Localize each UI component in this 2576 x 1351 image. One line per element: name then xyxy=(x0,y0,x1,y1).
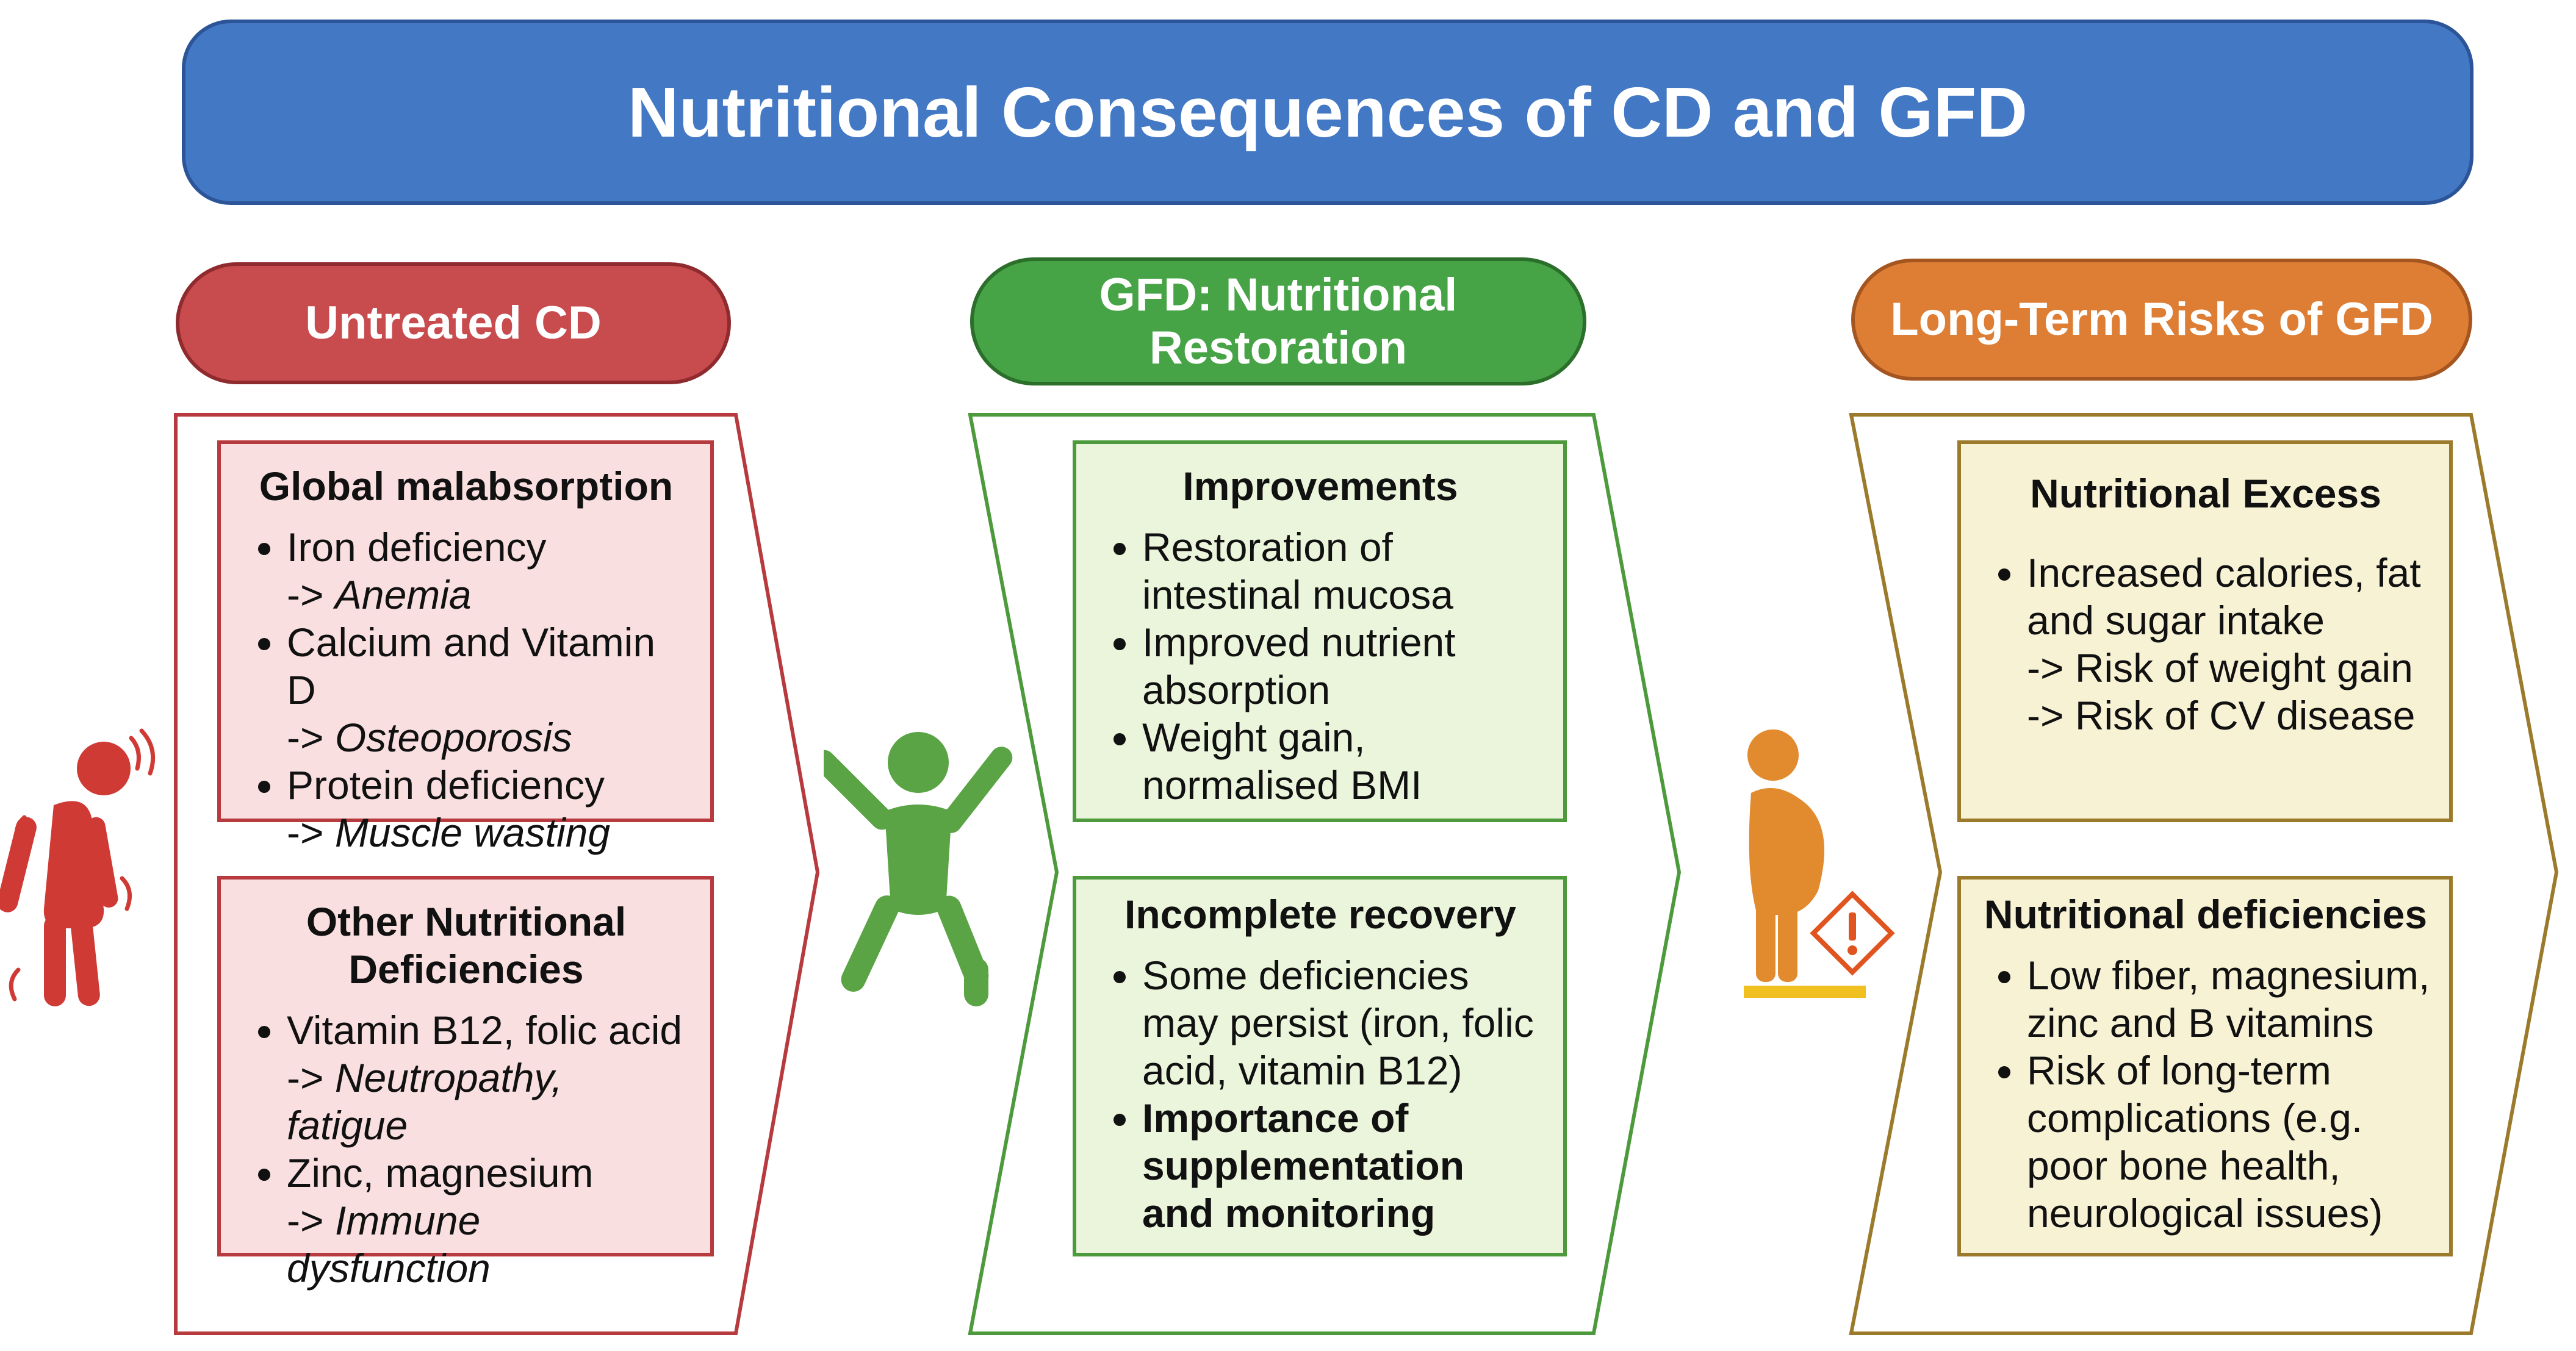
title-banner: Nutritional Consequences of CD and GFD xyxy=(182,20,2473,205)
list-item: Improved nutrient absorption xyxy=(1142,618,1484,714)
list-item: Weight gain, normalised BMI xyxy=(1142,714,1484,809)
header-gfd-label: GFD: Nutritional Restoration xyxy=(1099,268,1458,374)
header-untreated-cd: Untreated CD xyxy=(176,262,731,384)
box-nutritional-excess: Nutritional Excess Increased calories, f… xyxy=(1957,440,2453,822)
warning-icon xyxy=(1810,891,1895,976)
page-title: Nutritional Consequences of CD and GFD xyxy=(627,73,2028,152)
list-item: Increased calories, fat and sugar intake… xyxy=(2027,549,2432,739)
box-incomplete-recovery: Incomplete recovery Some deficiencies ma… xyxy=(1073,876,1567,1256)
box-title: Other Nutritional Deficiencies xyxy=(306,899,627,992)
bullet-list: Increased calories, fat and sugar intake… xyxy=(1979,549,2432,739)
box-nutritional-deficiencies: Nutritional deficiencies Low fiber, magn… xyxy=(1957,876,2453,1256)
bullet-list: Iron deficiency-> Anemia Calcium and Vit… xyxy=(239,523,693,856)
list-item: Calcium and Vitamin D-> Osteoporosis xyxy=(287,618,693,761)
list-item: Some deficiencies may persist (iron, fol… xyxy=(1142,951,1546,1094)
list-item: Risk of long-term complications (e.g. po… xyxy=(2027,1047,2432,1237)
box-title: Incomplete recovery xyxy=(1124,892,1516,937)
box-other-deficiencies: Other Nutritional Deficiencies Vitamin B… xyxy=(217,876,714,1291)
list-item: Vitamin B12, folic acid-> Neutropathy, f… xyxy=(287,1006,693,1149)
header-untreated-label: Untreated CD xyxy=(305,297,602,349)
list-item: Restoration of intestinal mucosa xyxy=(1142,523,1459,618)
box-title: Improvements xyxy=(1182,464,1458,509)
header-long-term-risks: Long-Term Risks of GFD xyxy=(1851,259,2472,381)
bullet-list: Some deficiencies may persist (iron, fol… xyxy=(1095,951,1546,1237)
cheering-person-icon xyxy=(824,732,1013,1006)
box-global-malabsorption: Global malabsorption Iron deficiency-> A… xyxy=(217,440,714,855)
box-improvements: Improvements Restoration of intestinal m… xyxy=(1073,440,1567,822)
bullet-list: Restoration of intestinal mucosa Improve… xyxy=(1095,523,1546,809)
list-item: Protein deficiency-> Muscle wasting xyxy=(287,761,693,856)
list-item: Iron deficiency-> Anemia xyxy=(287,523,693,618)
box-title: Nutritional deficiencies xyxy=(1984,892,2428,937)
list-item: Zinc, magnesium-> Immune dysfunction xyxy=(287,1149,693,1292)
list-item: Importance of supplementation and monito… xyxy=(1142,1094,1546,1237)
sick-person-icon xyxy=(0,728,156,1006)
header-gfd-restoration: GFD: Nutritional Restoration xyxy=(970,257,1586,385)
bullet-list: Low fiber, magnesium, zinc and B vitamin… xyxy=(1979,951,2432,1237)
bullet-list: Vitamin B12, folic acid-> Neutropathy, f… xyxy=(239,1006,693,1292)
list-item: Low fiber, magnesium, zinc and B vitamin… xyxy=(2027,951,2432,1047)
header-risks-label: Long-Term Risks of GFD xyxy=(1890,293,2433,346)
box-title: Global malabsorption xyxy=(259,464,674,509)
overweight-person-on-scale-icon xyxy=(1744,729,1866,998)
box-title: Nutritional Excess xyxy=(2030,471,2381,516)
